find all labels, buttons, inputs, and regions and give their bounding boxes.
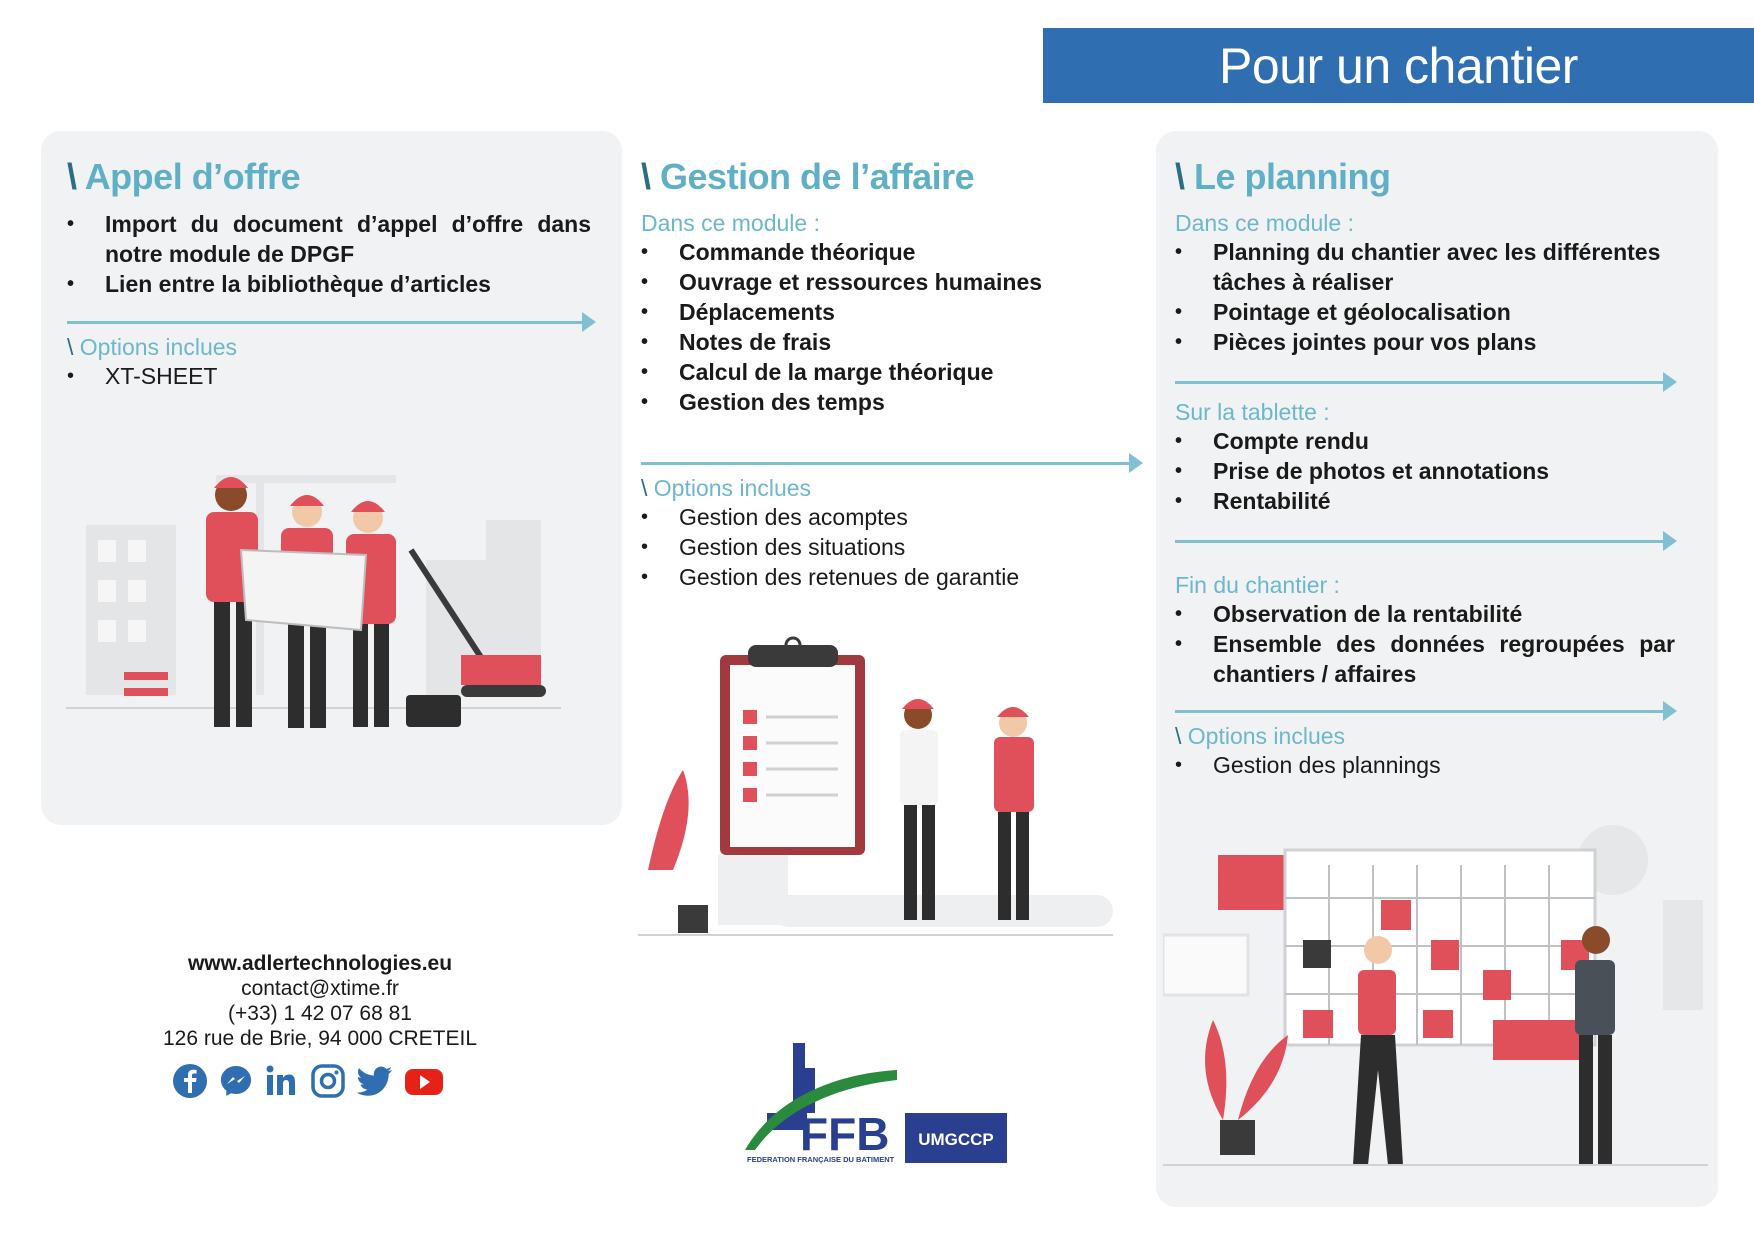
twitter-icon[interactable] [356,1063,394,1099]
postal-address: 126 rue de Brie, 94 000 CRETEIL [162,1027,477,1050]
list-item: Notes de frais [641,327,1141,357]
list-planning: Planning du chantier avec les différente… [1175,237,1675,357]
divider-arrow [1175,531,1677,551]
list-item: Rentabilité [1175,486,1675,516]
list-item: Planning du chantier avec les différente… [1175,237,1675,297]
logo-brand: FFB [800,1108,889,1160]
list-item: Calcul de la marge théorique [641,357,1141,387]
messenger-icon[interactable] [218,1063,254,1099]
options-list: Gestion des plannings [1175,750,1675,780]
divider-arrow [1175,701,1677,721]
column-gestion-affaire: \ Gestion de l’affaire Dans ce module : … [641,156,1141,418]
module-label: Dans ce module : [641,210,820,236]
options-planning: \ Options inclues Gestion des plannings [1175,722,1675,780]
list-item: XT-SHEET [67,361,591,391]
tablet-label: Sur la tablette : [1175,399,1330,425]
options-list: XT-SHEET [67,361,591,391]
options-list: Gestion des acomptes Gestion des situati… [641,502,1141,592]
divider-arrow [1175,372,1677,392]
divider-arrow [641,453,1143,473]
youtube-icon[interactable] [404,1063,444,1099]
list-tablette: Compte rendu Prise de photos et annotati… [1175,426,1675,516]
email-link[interactable]: contact@xtime.fr [241,977,399,1000]
banner-title: Pour un chantier [1219,37,1578,94]
list-item: Gestion des plannings [1175,750,1675,780]
list-appel-offre: Import du document d’appel d’offre dans … [67,209,591,299]
list-gestion-affaire: Commande théorique Ouvrage et ressources… [641,237,1141,417]
list-item: Pièces jointes pour vos plans [1175,327,1675,357]
column-planning: \ Le planning Dans ce module : Planning … [1175,156,1675,358]
list-item: Import du document d’appel d’offre dans … [67,209,591,269]
contact-block: www.adlertechnologies.eu contact@xtime.f… [110,951,530,1051]
list-item: Gestion des retenues de garantie [641,562,1141,592]
heading-appel-offre: \ Appel d’offre [67,156,301,197]
list-item: Observation de la rentabilité [1175,599,1675,629]
options-label: \ Options inclues [67,334,238,360]
heading-planning: \ Le planning [1175,156,1391,197]
section-tablette: Sur la tablette : Compte rendu Prise de … [1175,398,1675,516]
column-appel-offre: \ Appel d’offre Import du document d’app… [67,156,591,300]
list-item: Commande théorique [641,237,1141,267]
social-icons [172,1063,444,1099]
page-banner: Pour un chantier [1043,28,1754,103]
options-label: \ Options inclues [1175,723,1346,749]
list-item: Déplacements [641,297,1141,327]
clipboard-checklist-illustration [638,636,1113,936]
list-item: Gestion des situations [641,532,1141,562]
list-fin-chantier: Observation de la rentabilité Ensemble d… [1175,599,1675,689]
facebook-icon[interactable] [172,1063,208,1099]
construction-workers-illustration [66,475,561,728]
list-item: Prise de photos et annotations [1175,456,1675,486]
phone-number: (+33) 1 42 07 68 81 [228,1002,412,1025]
list-item: Pointage et géolocalisation [1175,297,1675,327]
logo-subtitle: FEDERATION FRANÇAISE DU BATIMENT [747,1155,895,1164]
options-label: \ Options inclues [641,475,812,501]
options-gestion-affaire: \ Options inclues Gestion des acomptes G… [641,474,1141,592]
end-label: Fin du chantier : [1175,572,1340,598]
planning-board-illustration [1163,825,1708,1166]
list-item: Gestion des temps [641,387,1141,417]
heading-gestion-affaire: \ Gestion de l’affaire [641,156,975,197]
website-link[interactable]: www.adlertechnologies.eu [187,952,453,975]
instagram-icon[interactable] [310,1063,346,1099]
logo-badge: UMGCCP [918,1130,994,1149]
divider-arrow [67,312,596,332]
section-fin-chantier: Fin du chantier : Observation de la rent… [1175,571,1675,689]
ffb-umgccp-logo: FFB FEDERATION FRANÇAISE DU BATIMENT UMG… [745,1043,1007,1164]
options-appel-offre: \ Options inclues XT-SHEET [67,333,591,391]
linkedin-icon[interactable] [264,1063,300,1099]
list-item: Ensemble des données regroupées par chan… [1175,629,1675,689]
list-item: Ouvrage et ressources humaines [641,267,1141,297]
module-label: Dans ce module : [1175,210,1354,236]
list-item: Compte rendu [1175,426,1675,456]
list-item: Gestion des acomptes [641,502,1141,532]
list-item: Lien entre la bibliothèque d’articles [67,269,591,299]
